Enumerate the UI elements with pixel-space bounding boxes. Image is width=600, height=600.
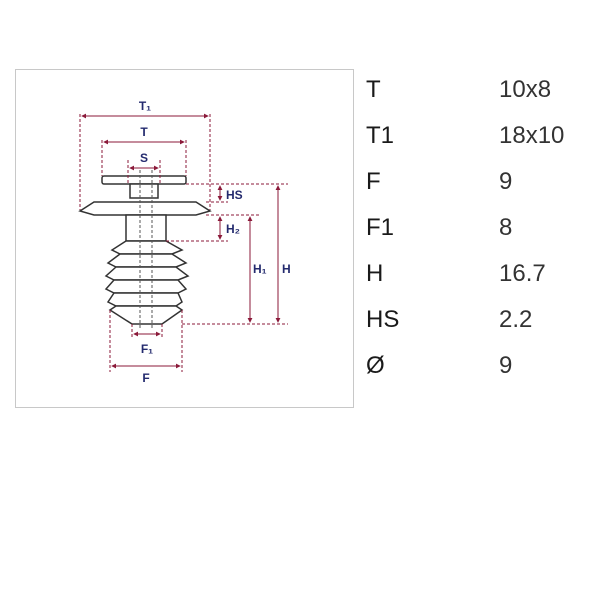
spec-label: Ø	[366, 352, 385, 379]
spec-value: 16.7	[499, 260, 546, 287]
label-hs: HS	[226, 188, 243, 202]
flange	[78, 201, 212, 216]
spec-label: T1	[366, 122, 395, 149]
clip-part	[78, 175, 212, 325]
pin-neck	[129, 183, 159, 199]
spec-label: HS	[366, 306, 400, 333]
push-rivet-diagram: T₁ T S HS H₂ H₁ H F₁ F	[78, 99, 291, 385]
rib-5	[106, 292, 183, 307]
label-f: F	[142, 371, 149, 385]
spec-label: F	[366, 168, 381, 195]
spec-row-t: T 10x8	[366, 76, 596, 122]
spec-row-f: F 9	[366, 168, 596, 214]
tip-cone	[108, 305, 184, 325]
label-s: S	[140, 151, 148, 165]
spec-value: 8	[499, 214, 513, 241]
rib-4	[104, 279, 188, 294]
label-t: T	[140, 125, 148, 139]
spec-value: 2.2	[499, 306, 533, 333]
spec-row-hs: HS 2.2	[366, 306, 596, 352]
spec-value: 9	[499, 352, 513, 379]
body-upper	[125, 214, 167, 242]
spec-value: 18x10	[499, 122, 565, 149]
rib-3	[104, 266, 190, 281]
spec-row-f1: F1 8	[366, 214, 596, 260]
dimension-lines	[79, 113, 288, 372]
label-f1: F₁	[141, 342, 153, 356]
pin-centerlines	[139, 170, 153, 328]
spec-label: T	[366, 76, 381, 103]
top-cap	[101, 175, 187, 185]
label-t1: T₁	[139, 99, 151, 113]
spec-row-t1: T1 18x10	[366, 122, 596, 168]
diagram-frame: T₁ T S HS H₂ H₁ H F₁ F	[15, 69, 354, 408]
label-h1: H₁	[253, 262, 267, 276]
spec-label: H	[366, 260, 384, 287]
rib-1	[110, 240, 184, 255]
rib-2	[106, 253, 188, 268]
spec-value: 9	[499, 168, 513, 195]
label-h: H	[282, 262, 291, 276]
label-h2: H₂	[226, 222, 240, 236]
spec-row-h: H 16.7	[366, 260, 596, 306]
spec-label: F1	[366, 214, 395, 241]
spec-row-diameter: Ø 9	[366, 352, 596, 398]
spec-value: 10x8	[499, 76, 552, 103]
spec-table: T 10x8 T1 18x10 F 9 F1 8 H 16.7 HS 2.2 Ø…	[366, 76, 596, 398]
